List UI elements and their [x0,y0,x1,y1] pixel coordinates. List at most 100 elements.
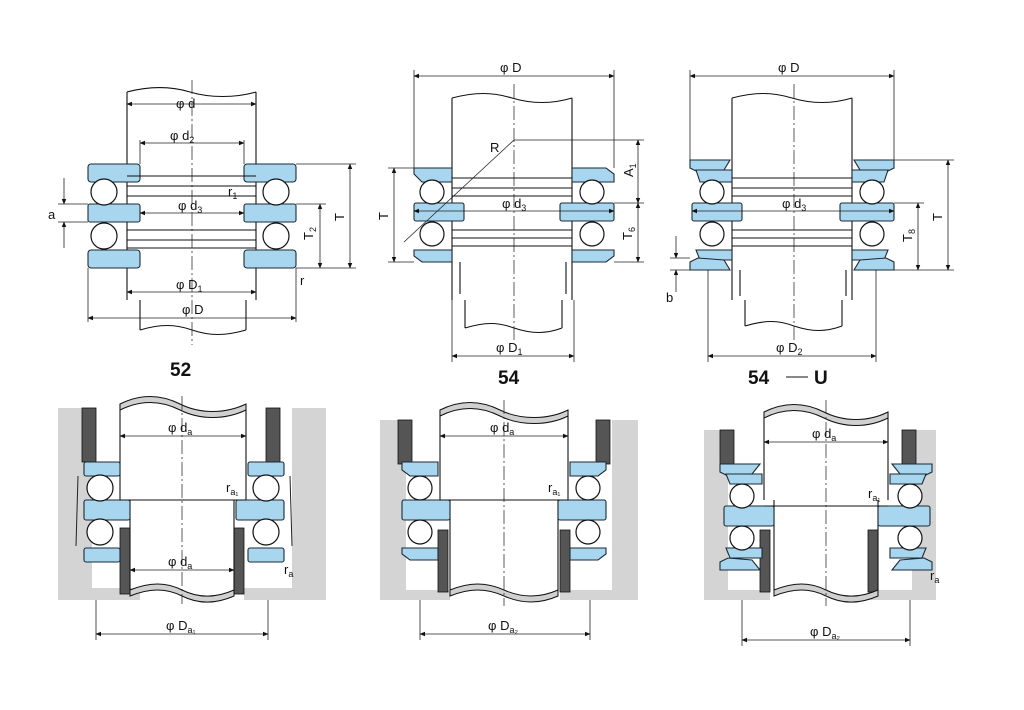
svg-text:φ d3: φ d3 [782,196,806,213]
label-T: T [376,212,391,220]
drawing-52-top: φ d φ d2 φ d3 φ D1 φ D r1 a T2 T r [48,80,356,345]
label-T6: T [620,232,635,240]
label-r: r [300,273,305,288]
svg-text:φ D1: φ D1 [176,277,202,294]
label-T8-sub: 8 [907,229,917,234]
svg-text:T2: T2 [301,227,318,240]
svg-text:φ d: φ d [176,96,195,111]
svg-text:φ da: φ da [812,426,836,443]
caption-54u-number: 54 [748,368,770,389]
label-ra1-sub: a₁ [552,487,560,497]
phi-symbol: φ [812,426,820,441]
svg-text:φ D: φ D [500,60,521,75]
label-D: D [512,60,521,75]
label-Da1: D [178,618,187,633]
label-ra-sub: a [288,569,293,579]
svg-text:r1: r1 [228,184,237,201]
svg-text:T6: T6 [620,227,637,240]
label-d2: d [182,128,189,143]
label-da: d [180,554,187,569]
svg-text:φ Da₂: φ Da₂ [810,624,840,641]
phi-symbol: φ [782,196,790,211]
caption-52: 52 [170,360,191,381]
label-d3-sub: 3 [197,205,202,215]
mounting-54: φ da φ Da₂ ra₁ [380,400,638,640]
label-D1: D [508,340,517,355]
svg-text:T8: T8 [900,229,917,242]
phi-symbol: φ [500,60,508,75]
label-ra1: r [548,480,553,495]
label-D1-sub: 1 [197,284,202,294]
phi-symbol: φ [778,60,786,75]
svg-text:φ d2: φ d2 [170,128,194,145]
label-Da2-sub: a₂ [831,631,840,641]
label-Da2: D [822,624,831,639]
svg-text:φ D: φ D [182,302,203,317]
label-d3-sub: 3 [521,203,526,213]
svg-text:ra₁: ra₁ [226,480,238,497]
svg-text:φ d3: φ d3 [178,198,202,215]
svg-text:φ da: φ da [168,420,192,437]
phi-symbol: φ [168,554,176,569]
phi-symbol: φ [176,277,184,292]
label-da-sub: a [187,427,192,437]
label-ra1-sub: a₁ [872,493,880,503]
svg-text:φ Da₁: φ Da₁ [166,618,196,635]
label-A1-sub: 1 [628,163,638,168]
label-r1: r [228,184,233,199]
label-Da1-sub: a₁ [187,625,195,635]
label-D: D [790,60,799,75]
phi-symbol: φ [490,420,498,435]
label-da: d [180,420,187,435]
svg-text:A1: A1 [621,163,638,177]
svg-text:φ d3: φ d3 [502,196,526,213]
label-ra-sub: a [934,575,939,585]
label-ra1: r [868,486,873,501]
svg-text:φ D1: φ D1 [496,340,522,357]
phi-symbol: φ [496,340,504,355]
label-T8: T [900,234,915,242]
phi-symbol: φ [176,96,184,111]
phi-symbol: φ [502,196,510,211]
label-da-sub: a [831,433,836,443]
label-T: T [332,213,347,221]
mounting-54u: φ da φ Da₂ ra₁ ra [704,400,939,646]
svg-text:ra: ra [284,562,293,579]
label-Da2-sub: a₂ [509,625,518,635]
svg-text:φ da: φ da [168,554,192,571]
label-d3: d [190,198,197,213]
label-d3: d [794,196,801,211]
phi-symbol: φ [810,624,818,639]
svg-text:ra₁: ra₁ [868,486,880,503]
label-D1-sub: 1 [517,347,522,357]
phi-symbol: φ [182,302,190,317]
phi-symbol: φ [166,618,174,633]
label-T: T [930,213,945,221]
label-D: D [194,302,203,317]
svg-text:φ D2: φ D2 [776,340,802,357]
label-da-sub: a [187,561,192,571]
phi-symbol: φ [488,618,496,633]
label-T2: T [301,232,316,240]
label-b: b [666,290,673,305]
label-ra: r [930,568,935,583]
label-da: d [824,426,831,441]
label-d3: d [514,196,521,211]
label-ra1: r [226,480,231,495]
label-A1: A [621,168,636,177]
caption-54u-letter: U [814,368,828,389]
label-r1-sub: 1 [232,191,237,201]
phi-symbol: φ [776,340,784,355]
svg-text:ra: ra [930,568,939,585]
phi-symbol: φ [170,128,178,143]
drawing-54u-top: φ D φ d3 φ D2 T8 T b [666,60,954,362]
label-D2-sub: 2 [797,347,802,357]
label-d2-sub: 2 [189,135,194,145]
label-R: R [490,140,499,155]
label-T6-sub: 6 [627,227,637,232]
label-d: d [188,96,195,111]
label-a: a [48,207,56,222]
label-d3-sub: 3 [801,203,806,213]
